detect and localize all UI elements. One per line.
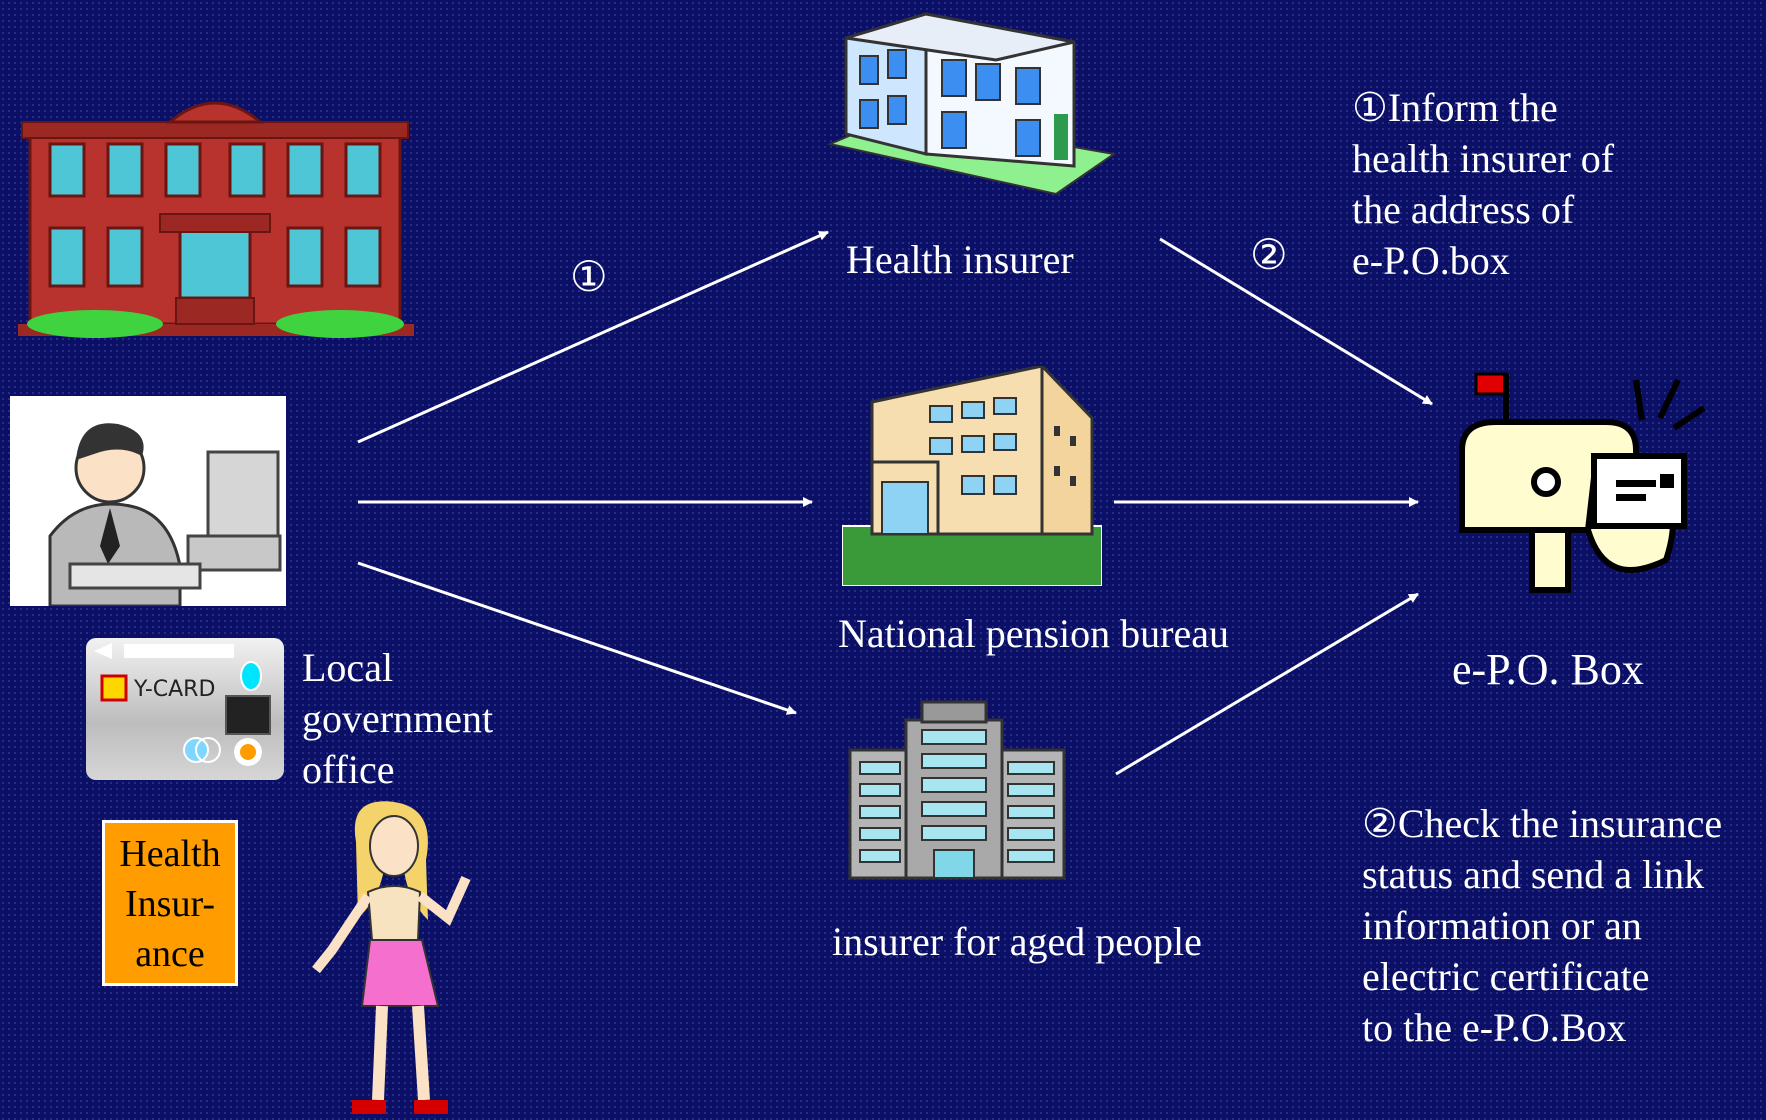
- health-insurer-label: Health insurer: [846, 237, 1074, 282]
- step-2-description: ②Check the insurance status and send a l…: [1362, 798, 1722, 1053]
- hospital-building-icon: [826, 11, 1116, 196]
- local-government-label: Local government office: [302, 642, 493, 795]
- id-card-icon: Y-CARD: [86, 638, 284, 780]
- step-1-line-1: ①Inform the: [1352, 85, 1558, 130]
- health-insurance-line-1: Health: [119, 833, 221, 875]
- step-2-line-1: ②Check the insurance: [1362, 801, 1723, 846]
- arrow-local-to-aged-insurer: [357, 561, 797, 715]
- step-2-line-4: electric certificate: [1362, 954, 1650, 999]
- mailbox-icon: [1459, 372, 1706, 593]
- local-government-line-3: office: [302, 747, 395, 792]
- step-2-marker: ②: [1250, 233, 1288, 279]
- step-1-line-3: the address of: [1352, 187, 1575, 232]
- svg-text:Y-CARD: Y-CARD: [133, 677, 215, 702]
- epo-box-label: e-P.O. Box: [1452, 645, 1644, 694]
- step-1-line-2: health insurer of: [1352, 136, 1615, 181]
- health-insurance-line-3: ance: [135, 933, 205, 975]
- arrow-local-to-health-insurer: [357, 230, 829, 444]
- step-1-line-4: e-P.O.box: [1352, 238, 1510, 283]
- local-government-line-1: Local: [302, 645, 394, 690]
- local-government-line-2: government: [302, 696, 494, 741]
- step-2-line-5: to the e-P.O.Box: [1362, 1005, 1627, 1050]
- city-hall-icon: [18, 101, 414, 338]
- step-2-line-3: information or an: [1362, 903, 1642, 948]
- pension-building-icon: [842, 366, 1102, 586]
- aged-insurer-label: insurer for aged people: [832, 919, 1202, 964]
- arrow-aged-to-epo: [1115, 592, 1419, 776]
- step-1-description: ①Inform the health insurer of the addres…: [1352, 82, 1614, 286]
- step-2-line-2: status and send a link: [1362, 852, 1705, 897]
- office-tower-icon: [848, 700, 1066, 880]
- pension-bureau-label: National pension bureau: [838, 611, 1229, 656]
- health-insurance-line-2: Insur-: [125, 883, 215, 925]
- office-worker-icon: [10, 396, 286, 606]
- step-1-marker: ①: [570, 255, 608, 301]
- arrow-health-insurer-to-epo: [1159, 237, 1433, 406]
- health-insurance-card: Health Insur- ance: [102, 820, 238, 986]
- woman-icon: [312, 801, 471, 1114]
